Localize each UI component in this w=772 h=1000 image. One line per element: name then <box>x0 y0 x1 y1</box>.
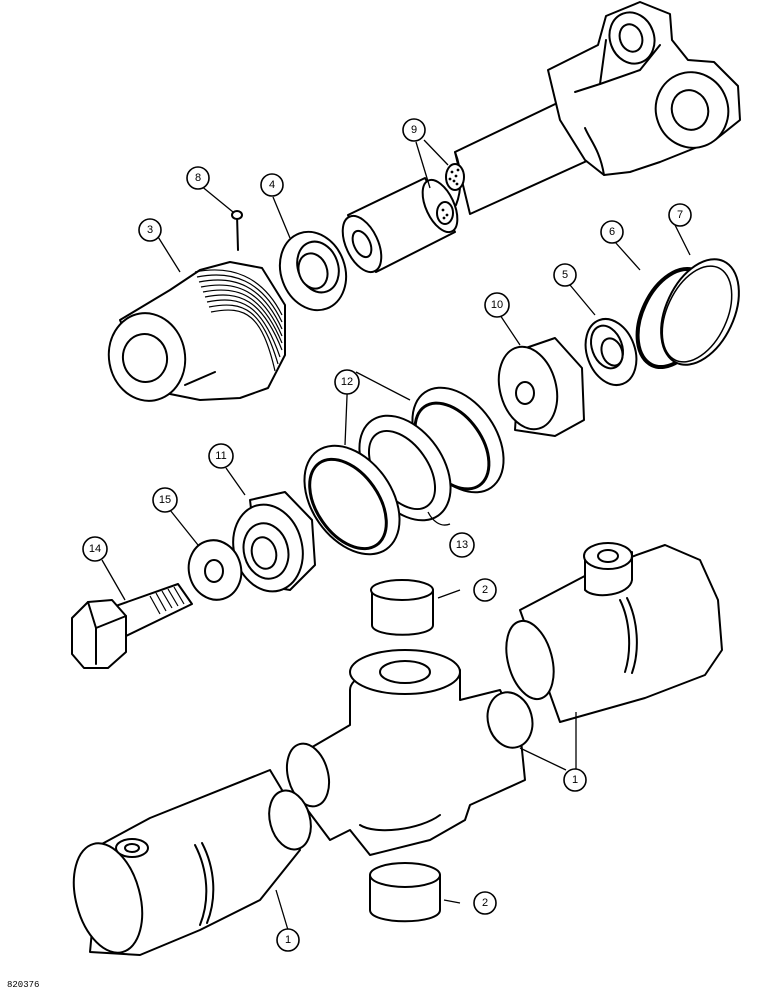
rod-seal <box>584 318 638 386</box>
svg-text:1: 1 <box>285 934 291 946</box>
callout-2-upper: 2 <box>473 578 497 602</box>
callout-13: 13 <box>449 532 475 558</box>
svg-text:2: 2 <box>482 584 488 596</box>
svg-text:9: 9 <box>411 124 417 136</box>
piston-rod-with-clevis <box>445 1 741 215</box>
svg-text:10: 10 <box>491 299 503 311</box>
callout-11: 11 <box>208 443 234 469</box>
piston-seal-rings <box>303 386 505 556</box>
callout-12: 12 <box>334 369 360 395</box>
backup-ring <box>660 258 740 366</box>
callout-10: 10 <box>484 292 510 318</box>
washer <box>187 539 243 601</box>
svg-text:12: 12 <box>341 376 353 388</box>
svg-text:8: 8 <box>195 172 201 184</box>
svg-text:4: 4 <box>269 179 275 191</box>
callout-4: 4 <box>260 173 284 197</box>
callout-6: 6 <box>600 220 624 244</box>
wiper-seal <box>278 230 348 312</box>
svg-text:1: 1 <box>572 774 578 786</box>
svg-text:3: 3 <box>147 224 153 236</box>
bushing-lower <box>369 862 441 923</box>
figure-id: 820376 <box>7 980 39 990</box>
callout-5: 5 <box>553 263 577 287</box>
rod-spacer-bushing <box>341 177 459 274</box>
set-screw <box>231 210 243 251</box>
callout-14: 14 <box>82 536 108 562</box>
piston-nut <box>232 491 316 593</box>
bolt <box>71 583 193 669</box>
svg-text:14: 14 <box>89 543 101 555</box>
callout-1-left: 1 <box>276 928 300 952</box>
svg-text:15: 15 <box>159 494 171 506</box>
callout-8: 8 <box>186 166 210 190</box>
callout-1-right: 1 <box>563 768 587 792</box>
cylinder-barrel <box>72 542 723 956</box>
svg-text:5: 5 <box>562 269 568 281</box>
callout-9: 9 <box>402 118 426 142</box>
svg-text:6: 6 <box>609 226 615 238</box>
svg-text:7: 7 <box>677 209 683 221</box>
bushing-upper <box>370 579 434 636</box>
piston <box>497 337 585 437</box>
callout-7: 7 <box>668 203 692 227</box>
svg-text:11: 11 <box>215 450 226 462</box>
cylinder-head-gland <box>107 210 286 402</box>
svg-text:13: 13 <box>456 539 468 551</box>
callout-15: 15 <box>152 487 178 513</box>
callout-2-lower: 2 <box>473 891 497 915</box>
svg-text:2: 2 <box>482 897 488 909</box>
leader-lines <box>101 139 691 931</box>
callout-3: 3 <box>138 218 162 242</box>
